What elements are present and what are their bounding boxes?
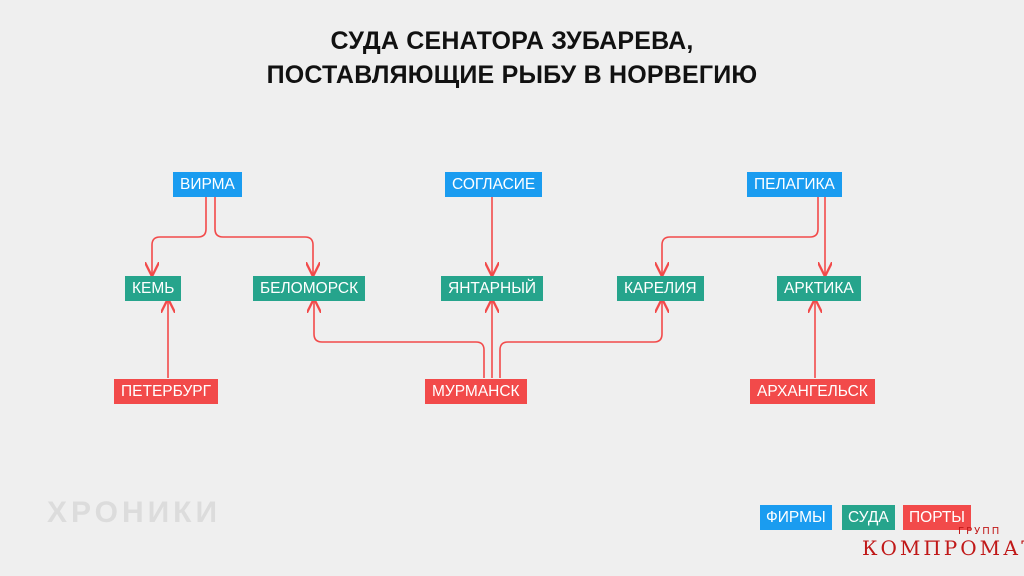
edge-murmansk-kareliya [499, 300, 662, 378]
node-ship-kareliya: КАРЕЛИЯ [617, 276, 704, 301]
node-ship-belomorsk: БЕЛОМОРСК [253, 276, 366, 301]
edge-virma-belomorsk [214, 197, 313, 275]
edge-pelagika-kareliya [662, 197, 819, 275]
node-ship-kem: КЕМЬ [125, 276, 182, 301]
legend-firms: ФИРМЫ [760, 505, 832, 530]
watermark: КОМПРОМАТ [862, 536, 1024, 560]
node-port-arkhangelsk: АРХАНГЕЛЬСК [750, 379, 875, 404]
node-firm-pelagika: ПЕЛАГИКА [747, 172, 842, 197]
node-ship-arktika: АРКТИКА [777, 276, 861, 301]
watermark-small: ГРУПП [958, 526, 1002, 537]
node-port-peterburg: ПЕТЕРБУРГ [114, 379, 219, 404]
node-port-murmansk: МУРМАНСК [425, 379, 527, 404]
node-firm-soglasie: СОГЛАСИЕ [445, 172, 543, 197]
brand-logo: ХРОНИКИ [47, 496, 222, 529]
legend-ships: СУДА [842, 505, 895, 530]
edge-virma-kem [152, 197, 207, 275]
node-firm-virma: ВИРМА [173, 172, 242, 197]
edge-murmansk-belomorsk [314, 300, 485, 378]
title-line-1: СУДА СЕНАТОРА ЗУБАРЕВА, [330, 27, 694, 55]
title-line-2: ПОСТАВЛЯЮЩИЕ РЫБУ В НОРВЕГИЮ [266, 61, 758, 89]
node-ship-yantarny: ЯНТАРНЫЙ [441, 276, 544, 301]
legend-ports: ПОРТЫ [903, 505, 972, 530]
